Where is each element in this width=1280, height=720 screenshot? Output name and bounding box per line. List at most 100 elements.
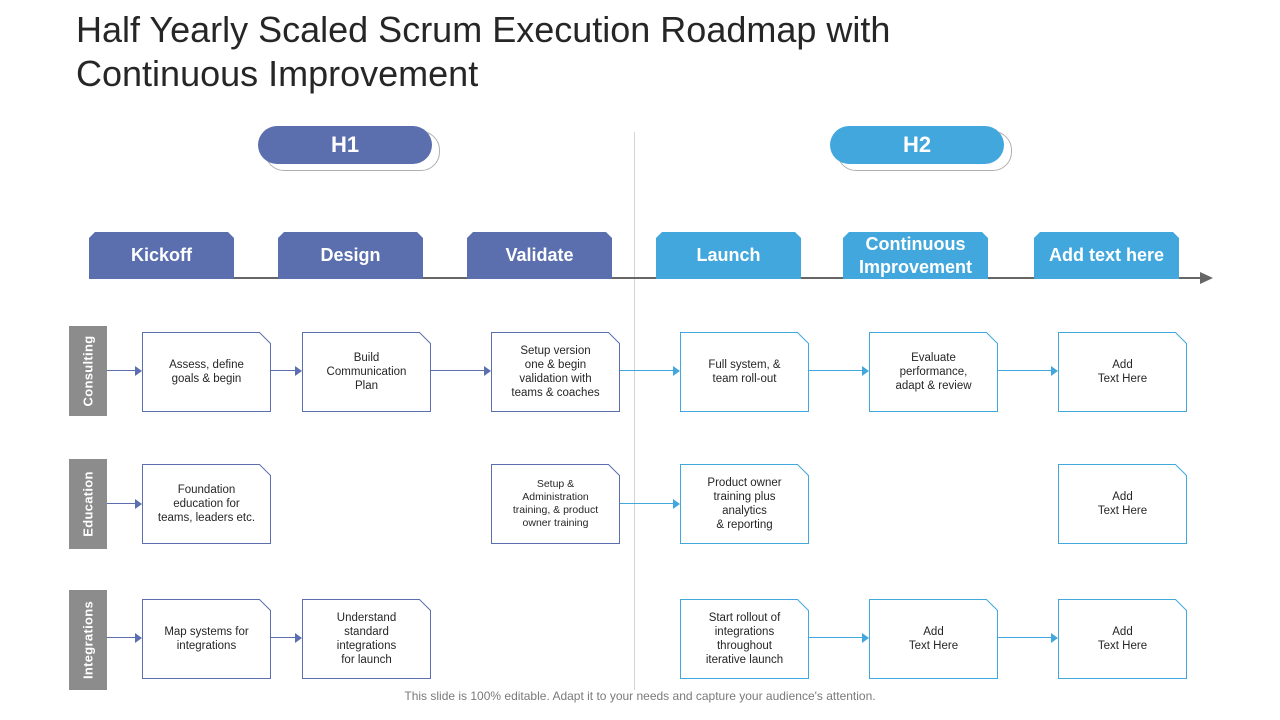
arrowhead-icon <box>295 633 302 643</box>
card-education-1: Foundation education for teams, leaders … <box>142 464 271 544</box>
card-text: Add Text Here <box>1097 626 1148 652</box>
connector-arrow <box>431 365 491 377</box>
connector-arrow <box>998 365 1058 377</box>
arrowhead-icon <box>862 633 869 643</box>
card-outline <box>302 599 431 679</box>
card-outline <box>680 332 809 412</box>
connector-line <box>620 503 674 504</box>
card-text: Setup version one & begin validation wit… <box>511 345 600 399</box>
connector-arrow <box>620 498 680 510</box>
phase-design: Design <box>278 232 423 279</box>
phase-validate: Validate <box>467 232 612 279</box>
connector-arrow <box>107 365 142 377</box>
card-integrations-3: Start rollout of integrations throughout… <box>680 599 809 679</box>
connector-arrow <box>271 632 302 644</box>
arrowhead-icon <box>135 499 142 509</box>
card-border <box>680 599 809 679</box>
arrowhead-icon <box>484 366 491 376</box>
card-outline <box>869 332 998 412</box>
card-border <box>142 464 271 544</box>
card-text: Add Text Here <box>908 626 959 652</box>
card-education-2: Setup & Administration training, & produ… <box>491 464 620 544</box>
card-integrations-4: Add Text Here <box>869 599 998 679</box>
card-border <box>1058 464 1187 544</box>
card-border <box>302 332 431 412</box>
connector-line <box>107 503 136 504</box>
card-border <box>680 332 809 412</box>
card-text: Start rollout of integrations throughout… <box>705 612 784 666</box>
arrowhead-icon <box>135 366 142 376</box>
connector-arrow <box>809 365 869 377</box>
connector-line <box>271 637 296 638</box>
half-h1-pill: H1 <box>258 126 432 164</box>
card-outline <box>1058 464 1187 544</box>
card-text: Add Text Here <box>1097 491 1148 517</box>
phase-add-text: Add text here <box>1034 232 1179 279</box>
page-title: Half Yearly Scaled Scrum Execution Roadm… <box>76 9 891 94</box>
card-border <box>869 332 998 412</box>
timeline-arrowhead <box>1200 272 1213 284</box>
card-outline <box>142 332 271 412</box>
row-label-education: Education <box>69 459 107 549</box>
connector-arrow <box>271 365 302 377</box>
phase-kickoff: Kickoff <box>89 232 234 279</box>
card-border <box>491 332 620 412</box>
card-education-3: Product owner training plus analytics & … <box>680 464 809 544</box>
card-text: Full system, & team roll-out <box>708 359 781 385</box>
card-text: Evaluate performance, adapt & review <box>895 352 972 392</box>
card-outline <box>1058 332 1187 412</box>
connector-arrow <box>998 632 1058 644</box>
connector-line <box>431 370 485 371</box>
card-education-4: Add Text Here <box>1058 464 1187 544</box>
card-border <box>142 332 271 412</box>
card-border <box>1058 599 1187 679</box>
card-text: Product owner training plus analytics & … <box>707 477 782 531</box>
connector-line <box>998 370 1052 371</box>
card-consulting-1: Assess, define goals & begin <box>142 332 271 412</box>
card-border <box>491 464 620 544</box>
arrowhead-icon <box>862 366 869 376</box>
card-outline <box>302 332 431 412</box>
card-outline <box>680 599 809 679</box>
connector-line <box>809 637 863 638</box>
arrowhead-icon <box>1051 633 1058 643</box>
card-consulting-3: Setup version one & begin validation wit… <box>491 332 620 412</box>
half-h2-pill: H2 <box>830 126 1004 164</box>
row-label-consulting: Consulting <box>69 326 107 416</box>
card-outline <box>680 464 809 544</box>
card-outline <box>142 599 271 679</box>
connector-arrow <box>809 632 869 644</box>
connector-arrow <box>620 365 680 377</box>
arrowhead-icon <box>1051 366 1058 376</box>
card-text: Understand standard integrations for lau… <box>336 612 397 666</box>
half-divider <box>634 132 635 690</box>
row-label-text: Consulting <box>80 335 96 407</box>
timeline-line <box>92 277 1204 279</box>
card-outline <box>491 464 620 544</box>
card-border <box>302 599 431 679</box>
card-outline <box>1058 599 1187 679</box>
connector-line <box>107 370 136 371</box>
card-integrations-2: Understand standard integrations for lau… <box>302 599 431 679</box>
card-text: Foundation education for teams, leaders … <box>157 484 256 524</box>
arrowhead-icon <box>295 366 302 376</box>
card-outline <box>142 464 271 544</box>
card-border <box>680 464 809 544</box>
connector-line <box>998 637 1052 638</box>
arrowhead-icon <box>673 499 680 509</box>
card-text: Map systems for integrations <box>164 626 249 652</box>
footer-note: This slide is 100% editable. Adapt it to… <box>404 689 876 703</box>
card-outline <box>491 332 620 412</box>
card-border <box>1058 332 1187 412</box>
connector-line <box>809 370 863 371</box>
connector-line <box>107 637 136 638</box>
card-consulting-4: Full system, & team roll-out <box>680 332 809 412</box>
row-label-text: Integrations <box>80 601 96 679</box>
phase-continuous-improvement: Continuous Improvement <box>843 232 988 279</box>
card-text: Add Text Here <box>1097 359 1148 385</box>
connector-arrow <box>107 632 142 644</box>
arrowhead-icon <box>673 366 680 376</box>
card-consulting-5: Evaluate performance, adapt & review <box>869 332 998 412</box>
row-label-text: Education <box>80 471 96 537</box>
card-border <box>869 599 998 679</box>
